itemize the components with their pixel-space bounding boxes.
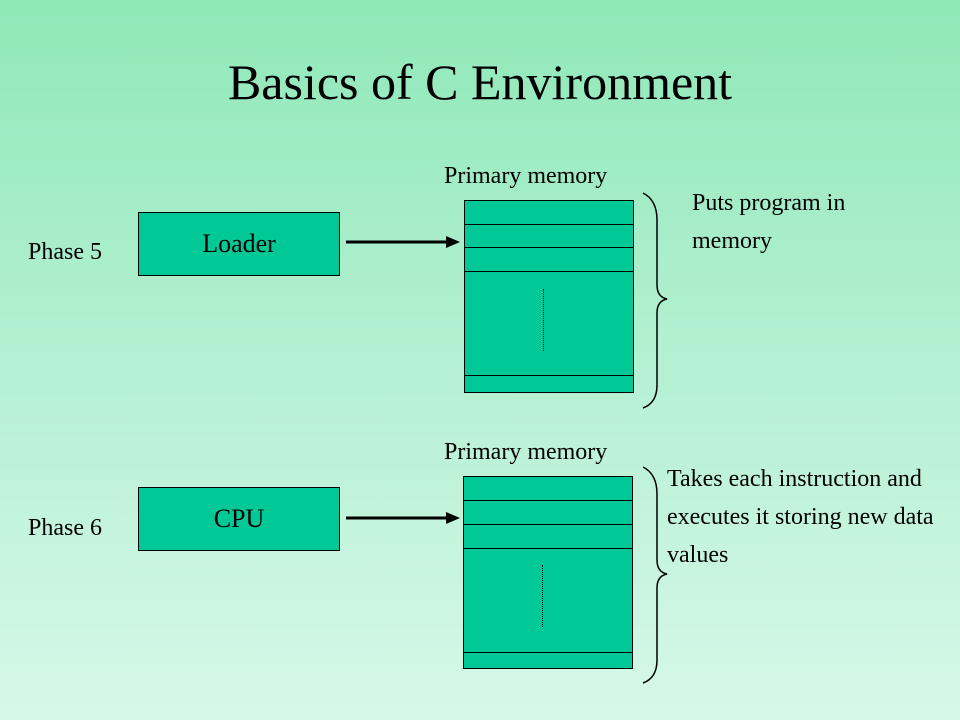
primary-memory-label-1: Primary memory	[444, 163, 608, 189]
loader-box: Loader	[138, 212, 340, 276]
brace-phase-6	[642, 466, 668, 684]
phase-5-description: Puts program in memory	[692, 190, 846, 254]
phase-6-label: Phase 6	[28, 515, 102, 541]
brace-phase-5	[642, 192, 668, 409]
primary-memory-block-2	[463, 476, 633, 669]
primary-memory-block-1	[464, 200, 634, 393]
arrow-loader-to-memory	[346, 236, 460, 248]
primary-memory-label-2: Primary memory	[444, 439, 608, 465]
phase-5-label: Phase 5	[28, 239, 102, 265]
cpu-box-label: CPU	[213, 504, 265, 533]
loader-box-label: Loader	[202, 229, 276, 258]
arrow-cpu-to-memory	[346, 512, 460, 524]
cpu-box: CPU	[138, 487, 340, 551]
page-title: Basics of C Environment	[227, 54, 733, 110]
phase-6-description: Takes each instruction and executes it s…	[667, 466, 934, 568]
